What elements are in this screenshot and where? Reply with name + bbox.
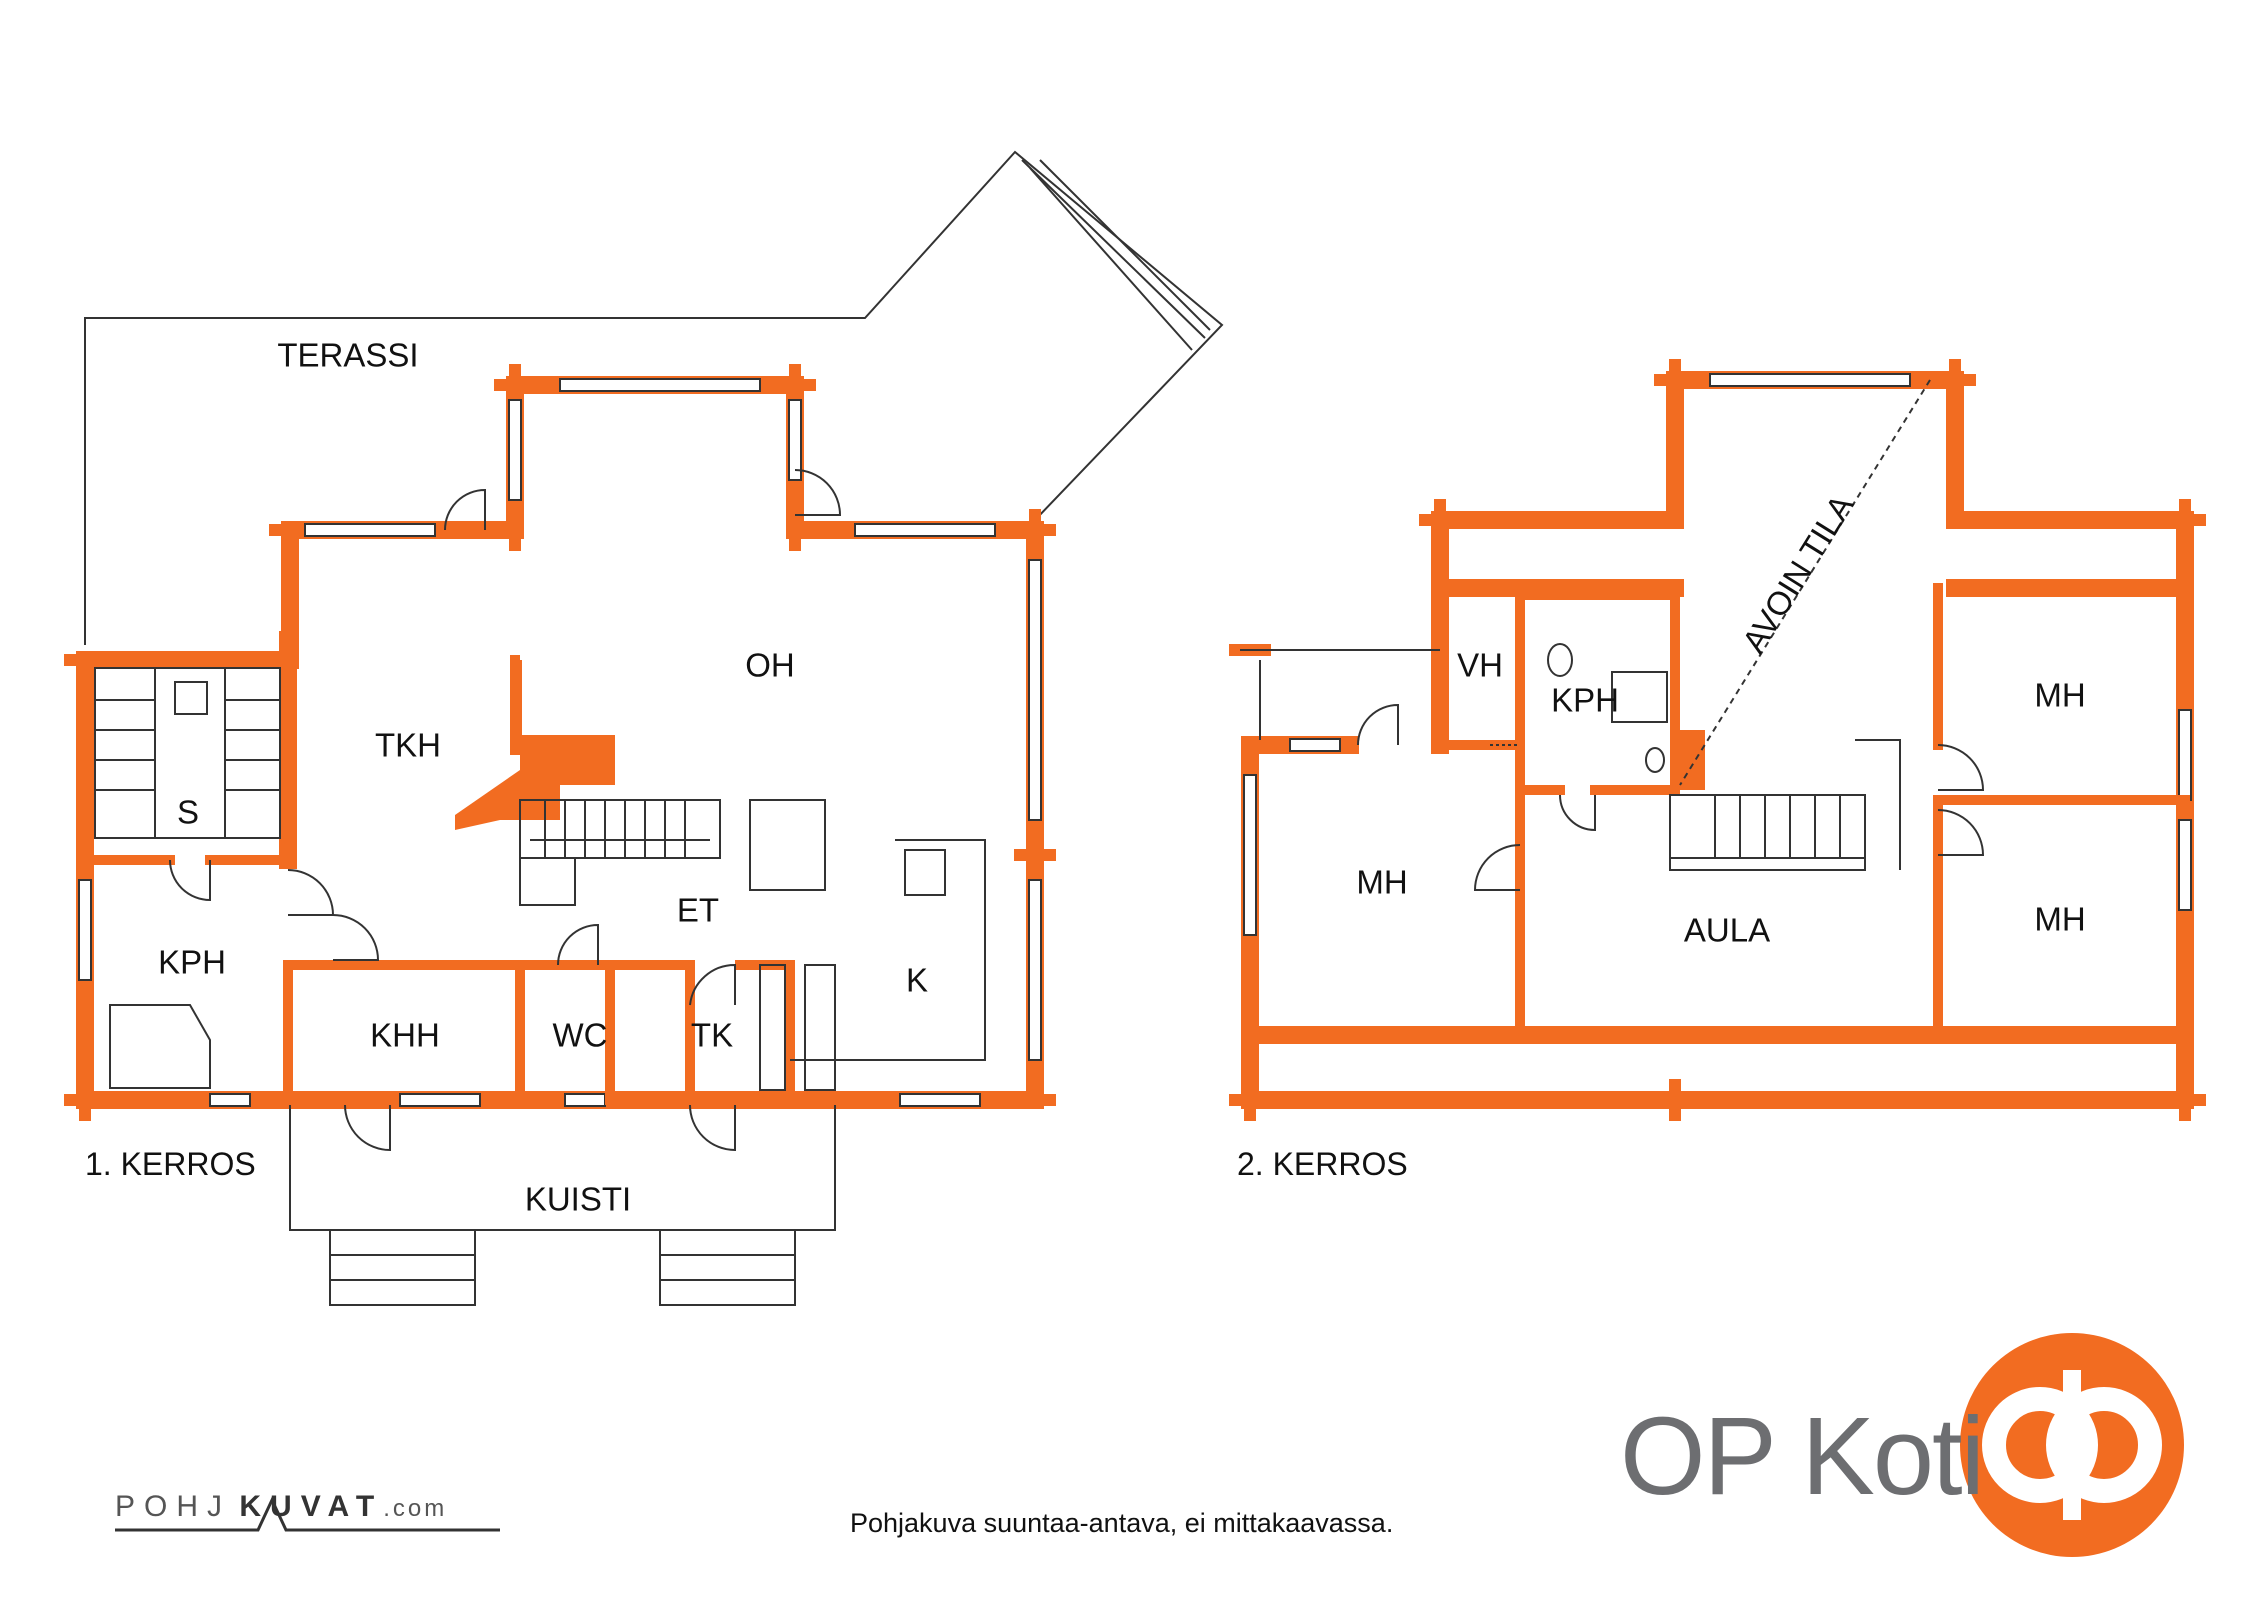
fireplace xyxy=(455,660,615,830)
kitchen-counters xyxy=(749,799,986,1091)
floor2-plan: AVOIN TILA xyxy=(1229,359,2206,1182)
floor1-doors xyxy=(169,469,842,1152)
porch-outline xyxy=(289,1105,836,1306)
terrace-outline xyxy=(84,150,1224,645)
room-label-aula: AULA xyxy=(1684,912,1770,949)
room-label-vh: VH xyxy=(1457,647,1503,684)
floor2-bath-fixtures xyxy=(1490,643,1668,773)
floor1-stairs xyxy=(519,799,721,906)
room-label-s: S xyxy=(177,794,199,831)
pohjakuvat-logo-mark xyxy=(115,1496,500,1532)
credit-domain: .com xyxy=(383,1495,448,1522)
room-label-mh-left: MH xyxy=(1356,864,1407,901)
floor2-caption: 2. KERROS xyxy=(1237,1146,1408,1182)
label-avoin-tila: AVOIN TILA xyxy=(1735,488,1861,659)
room-label-tk: TK xyxy=(691,1017,733,1054)
floor1-windows xyxy=(78,378,1042,1107)
op-logo xyxy=(1960,1333,2184,1557)
room-label-kph-1: KPH xyxy=(158,944,226,981)
floor2-interior-walls xyxy=(1435,583,2190,1040)
floor1-interior-walls xyxy=(80,655,795,1105)
room-label-mh-right-bottom: MH xyxy=(2034,901,2085,938)
bathtub xyxy=(109,1004,211,1089)
floor1-log-ends xyxy=(64,364,1056,1121)
floor2-stairs xyxy=(1669,739,1901,871)
credit-logo: POHJ KUVAT.com xyxy=(115,1490,447,1524)
room-label-mh-right-top: MH xyxy=(2034,677,2085,714)
room-label-khh: KHH xyxy=(370,1017,440,1054)
floor2-windows xyxy=(1243,373,2192,936)
room-label-kph-2: KPH xyxy=(1551,682,1619,719)
room-label-kuisti: KUISTI xyxy=(525,1181,631,1218)
sauna-benches xyxy=(94,667,281,839)
room-label-k: K xyxy=(906,962,928,999)
chimney xyxy=(1670,730,1705,790)
floor2-exterior-walls xyxy=(1241,371,2194,1109)
room-label-et: ET xyxy=(677,892,719,929)
room-label-terassi: TERASSI xyxy=(277,337,418,374)
credit-left: POHJ xyxy=(115,1490,232,1523)
room-label-tkh: TKH xyxy=(375,727,441,764)
room-label-wc: WC xyxy=(553,1017,608,1054)
floor1-plan: TERASSI OH TKH S KPH ET K KHH WC TK KUIS… xyxy=(64,150,1224,1306)
floor2-doors xyxy=(1357,703,1985,891)
room-label-oh: OH xyxy=(745,647,795,684)
floor2-log-ends xyxy=(1229,359,2206,1121)
credit-right: KUVAT xyxy=(239,1490,384,1523)
disclaimer-text: Pohjakuva suuntaa-antava, ei mittakaavas… xyxy=(850,1508,1394,1538)
floor2-balcony xyxy=(1240,649,1440,740)
open-space-diagonal xyxy=(1679,379,1931,786)
brand-name: OP Koti xyxy=(1620,1395,1985,1518)
floor1-caption: 1. KERROS xyxy=(85,1146,256,1182)
